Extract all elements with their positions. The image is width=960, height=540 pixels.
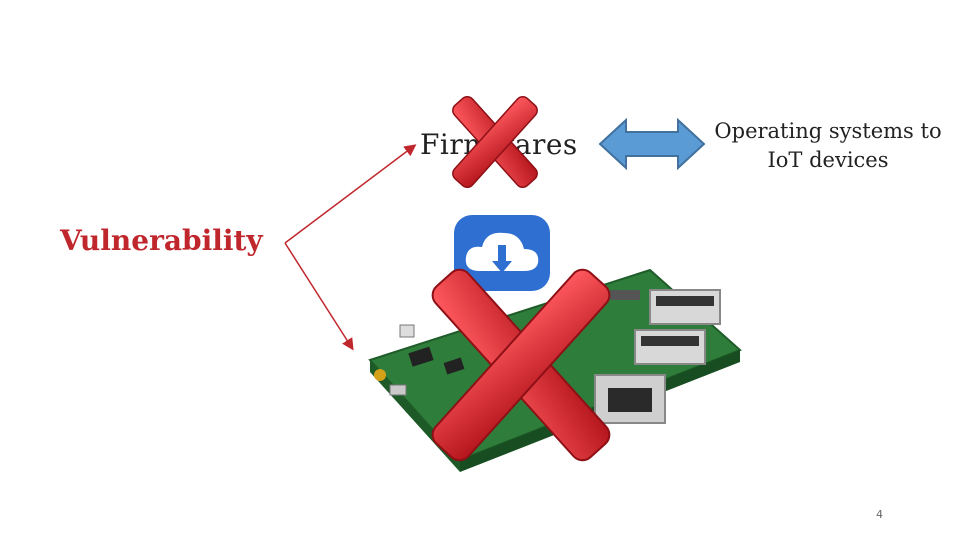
os-line-1: Operating systems to	[714, 119, 942, 143]
vulnerability-label: Vulnerability	[60, 224, 263, 257]
big-red-x-icon	[431, 268, 611, 462]
os-line-2: IoT devices	[767, 148, 889, 172]
iot-board-image	[368, 268, 742, 472]
page-number: 4	[876, 508, 883, 521]
operating-systems-text: Operating systems to IoT devices	[708, 117, 948, 175]
small-red-x-icon	[452, 95, 538, 189]
left-right-arrow-icon	[598, 117, 706, 171]
cloud-download-icon	[454, 215, 550, 291]
